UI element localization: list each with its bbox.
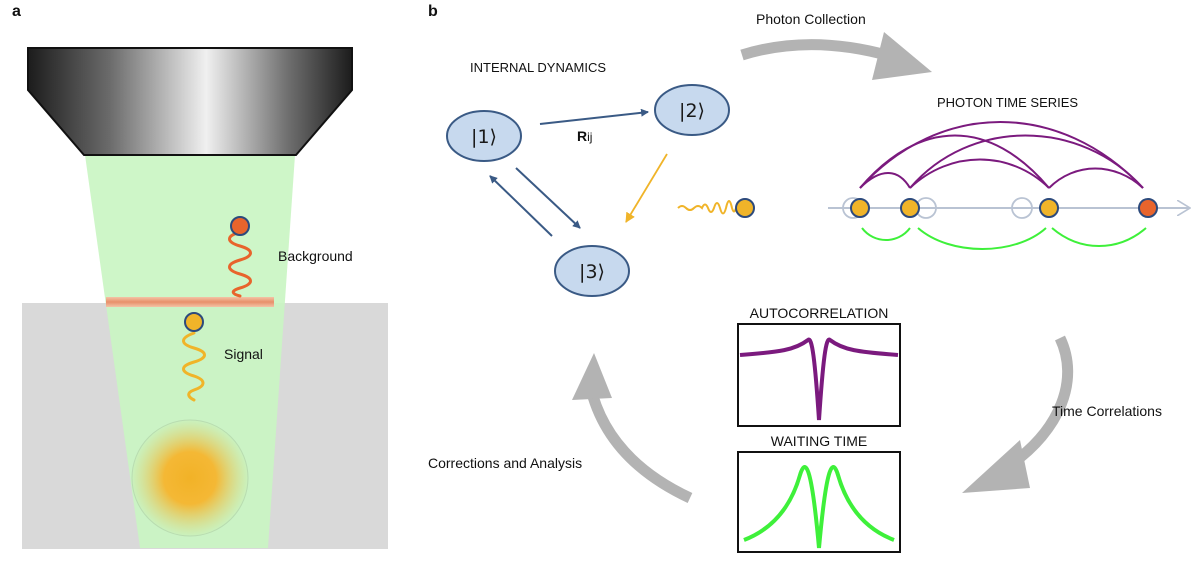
state-1-node [446,110,522,162]
emitted-photon-wave [677,200,737,215]
background-label: Background [278,248,353,264]
autocorrelation-title: AUTOCORRELATION [750,305,889,321]
transition-1-to-3-arrow [515,167,581,229]
rate-label: Rij [577,128,592,144]
internal-dynamics-title: INTERNAL DYNAMICS [470,60,606,75]
emitted-photon-icon [735,198,755,218]
signal-label: Signal [224,346,263,362]
corrections-arrow-shaft [584,383,693,503]
signal-photon-icon [184,312,204,332]
transition-3-to-1-arrow [489,175,553,237]
background-photon-icon [1138,198,1158,218]
state-3-label: |3⟩ [579,261,605,283]
state-3-node [554,245,630,297]
photon-collection-arrow-shaft [740,39,892,62]
time-correlations-arrow-shaft [1006,335,1074,470]
corrections-label: Corrections and Analysis [428,455,582,471]
state-2-node [654,84,730,136]
emission-2-to-3-arrow [625,153,668,223]
background-photon-icon [230,216,250,236]
filtered-photon-icon [1011,197,1033,219]
detected-photon-icon [850,198,870,218]
photon-collection-label: Photon Collection [756,11,866,27]
waiting-time-curve [743,465,895,549]
time-correlations-label: Time Correlations [1052,403,1162,419]
state-2-label: |2⟩ [679,100,705,122]
time-correlations-arrow-head [962,440,1030,493]
signal-wave [182,331,206,402]
waiting-time-arcs [861,227,1147,250]
objective-lens [27,47,353,156]
photon-collection-arrow-head [872,32,932,80]
background-layer [106,297,274,307]
excitation-beam [85,155,295,548]
focal-spot [131,419,249,537]
panel-a-letter: a [12,3,21,20]
state-1-label: |1⟩ [471,126,497,148]
corrections-arrow-head [572,353,612,400]
waiting-time-title: WAITING TIME [771,433,867,449]
transition-1-to-2-arrow [539,108,649,125]
panel-b-letter: b [428,3,438,20]
autocorrelation-arcs [859,121,1144,189]
background-wave [228,230,252,298]
detected-photon-icon [900,198,920,218]
autocorrelation-curve [739,337,899,421]
photon-time-series-title: PHOTON TIME SERIES [937,95,1078,110]
detected-photon-icon [1039,198,1059,218]
